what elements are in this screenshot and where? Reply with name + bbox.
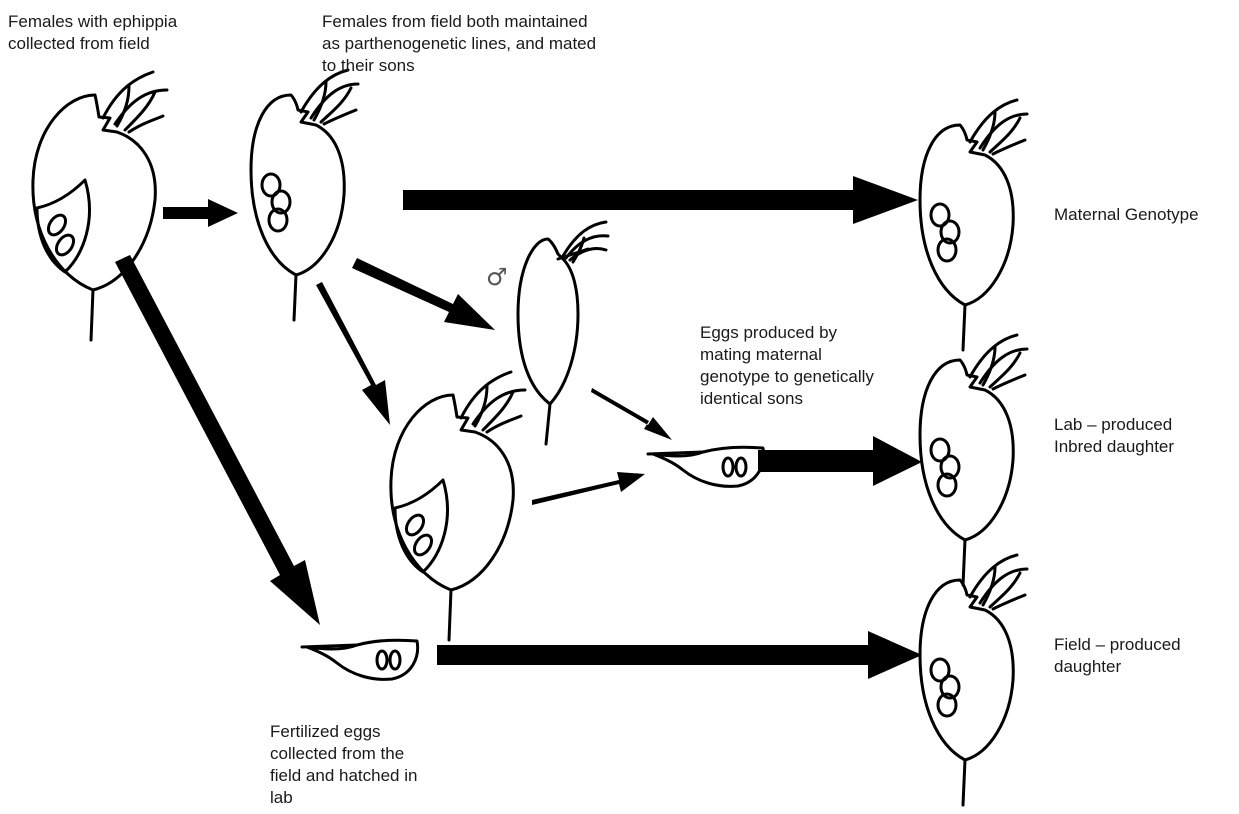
lab-inbred-daughter-daphnia <box>920 335 1027 585</box>
field-daughter-daphnia <box>920 555 1027 805</box>
son-male <box>518 222 608 444</box>
arrow-to-maternal-genotype <box>403 176 918 224</box>
field-fertilized-eggs <box>302 640 418 679</box>
arrow-to-inbred-daughter <box>758 436 922 486</box>
arrow-field-female-to-ephippium <box>115 255 320 625</box>
arrow-field-to-lines <box>163 199 238 227</box>
label-field-females-maintained: Females from field both maintained as pa… <box>322 11 596 77</box>
label-eggs-produced: Eggs produced by mating maternal genotyp… <box>700 322 874 410</box>
arrow-female-to-eggs <box>532 472 645 505</box>
maternal-genotype-daphnia <box>920 100 1027 350</box>
male-symbol-icon: ♂ <box>486 265 508 289</box>
label-maternal-genotype: Maternal Genotype <box>1054 204 1199 226</box>
label-field-females: Females with ephippia collected from fie… <box>8 11 177 55</box>
label-fertilized-eggs: Fertilized eggs collected from the field… <box>270 721 417 809</box>
arrow-to-mated-female <box>316 282 390 425</box>
arrow-male-to-eggs <box>591 388 672 440</box>
lab-produced-eggs <box>648 447 764 486</box>
mated-female-with-pouch <box>391 372 525 640</box>
arrow-to-son <box>352 258 495 330</box>
parthenogenetic-female <box>251 70 358 320</box>
label-lab-inbred-daughter: Lab – produced Inbred daughter <box>1054 414 1174 458</box>
arrow-to-field-daughter <box>437 631 922 679</box>
label-field-daughter: Field – produced daughter <box>1054 634 1181 678</box>
